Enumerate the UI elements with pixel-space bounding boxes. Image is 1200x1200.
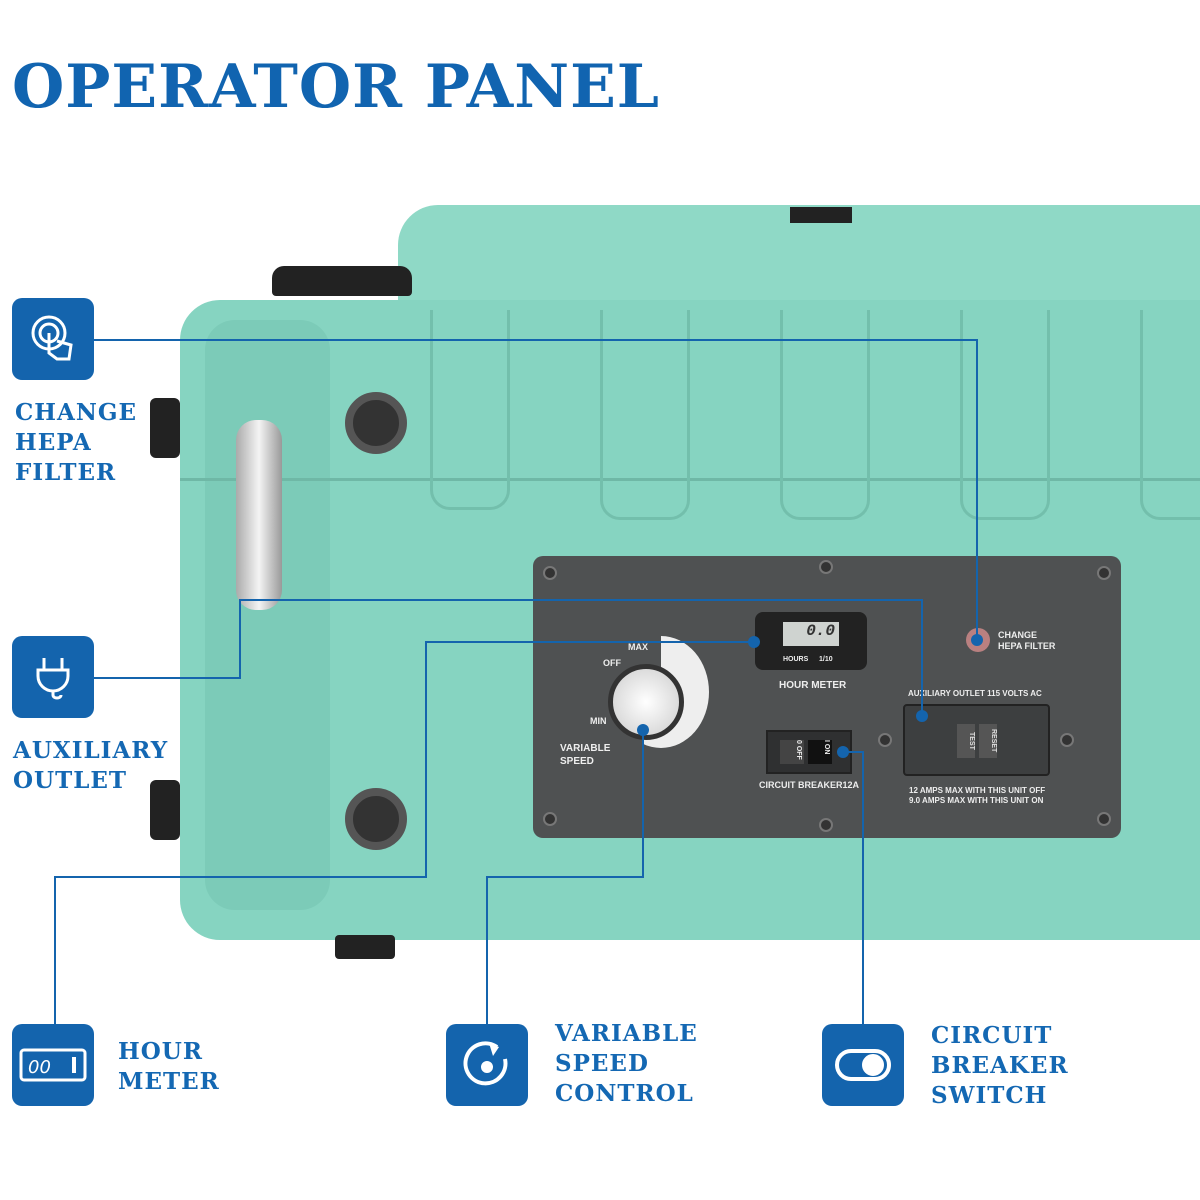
breaker-off-label: 0 OFF [780, 740, 804, 764]
test-button[interactable]: TEST [957, 724, 975, 758]
page-title: OPERATOR PANEL [12, 52, 660, 122]
speed-min-label: MIN [590, 716, 607, 726]
plug-icon [12, 636, 94, 718]
change-hepa-label-1: CHANGE [15, 399, 138, 426]
hour-meter-callout-1: HOUR [118, 1038, 203, 1065]
svg-text:00: 00 [28, 1057, 51, 1078]
variable-speed-callout-1: VARIABLE [555, 1020, 698, 1047]
variable-speed-label: VARIABLE [560, 743, 611, 754]
aux-outlet-callout-1: AUXILIARY [13, 737, 169, 764]
aux-outlet-callout-2: OUTLET [13, 767, 128, 794]
toggle-icon [822, 1024, 904, 1106]
hour-meter-label: HOUR METER [779, 680, 847, 691]
hour-meter-icon: 00 [12, 1024, 94, 1106]
circuit-breaker-switch[interactable]: 0 OFF I ON [766, 730, 852, 774]
hour-meter-display: 0.0 [783, 622, 839, 646]
meter-unit-label: 1/10 [819, 656, 833, 663]
speed-max-label: MAX [628, 642, 648, 652]
circuit-breaker-callout-2: BREAKER [931, 1052, 1069, 1079]
hepa-label-1: CHANGE [998, 630, 1038, 640]
circuit-breaker-callout-3: SWITCH [931, 1082, 1048, 1109]
hour-meter-callout-2: METER [118, 1068, 220, 1095]
circuit-breaker-callout-1: CIRCUIT [931, 1022, 1053, 1049]
amps-off-text: 12 AMPS MAX WITH THIS UNIT OFF [909, 786, 1046, 795]
circuit-breaker-label: CIRCUIT BREAKER12A [759, 780, 860, 790]
hours-label: HOURS [783, 656, 809, 663]
control-panel: MAX OFF MIN VARIABLE SPEED 0.0 HOURS 1/10… [533, 556, 1121, 838]
variable-speed-label-2: SPEED [560, 756, 594, 767]
change-hepa-label-3: FILTER [15, 459, 117, 486]
hour-meter: 0.0 HOURS 1/10 [755, 612, 867, 670]
rotate-icon [446, 1024, 528, 1106]
variable-speed-callout-3: CONTROL [555, 1080, 694, 1107]
speed-off-label: OFF [603, 658, 621, 668]
variable-speed-callout-2: SPEED [555, 1050, 649, 1077]
speed-knob[interactable] [608, 664, 684, 740]
breaker-on-label: I ON [808, 740, 832, 764]
change-hepa-label-2: HEPA [15, 429, 92, 456]
gfci-outlet: TEST RESET [903, 704, 1050, 776]
amps-on-text: 9.0 AMPS MAX WITH THIS UNIT ON [909, 796, 1044, 805]
aux-outlet-label: AUXILIARY OUTLET 115 VOLTS AC [908, 689, 1042, 698]
touch-icon [12, 298, 94, 380]
hepa-indicator-light [966, 628, 990, 652]
hepa-label-2: HEPA FILTER [998, 641, 1056, 651]
reset-button[interactable]: RESET [979, 724, 997, 758]
